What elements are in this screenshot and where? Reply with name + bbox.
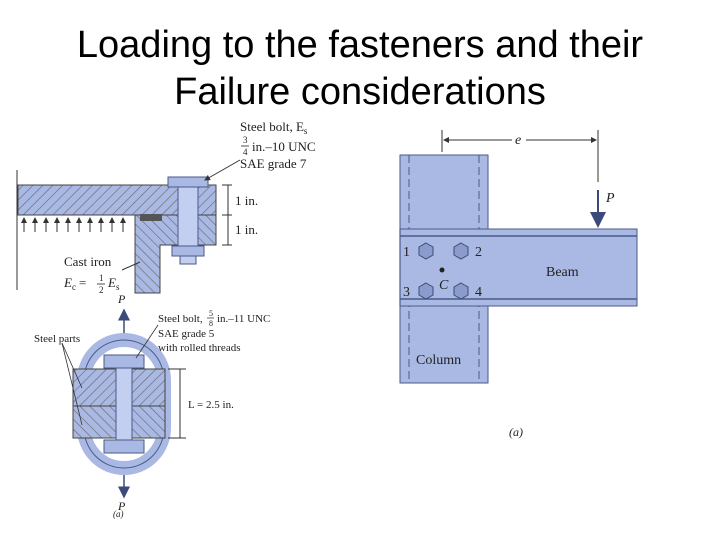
modulus-rhs: Es: [107, 275, 120, 292]
length-dimension: [168, 368, 186, 439]
bolt2-size-num: 5: [209, 309, 213, 318]
bolt-head: [167, 176, 209, 188]
dim-upper: 1 in.: [235, 193, 258, 208]
bolt-size-num: 3: [243, 135, 248, 145]
dim-lower: 1 in.: [235, 222, 258, 237]
bolt-shank: [177, 186, 199, 248]
bolt-4-label: 4: [475, 285, 482, 300]
cast-iron-label-bg: [62, 252, 124, 296]
bolt-tip: [179, 255, 197, 265]
parts-label: Steel parts: [34, 333, 80, 345]
right-figure: 1 2 3 4 C Beam Column e P (a): [399, 130, 638, 439]
bolt-3: [418, 282, 434, 300]
title-line-1: Loading to the fasteners and their: [76, 24, 644, 66]
force-bottom-label: P: [117, 499, 126, 513]
e-label-bg: [512, 132, 526, 146]
parts-leader-2: [61, 342, 83, 426]
bolt2-label-1: Steel bolt,: [158, 313, 203, 325]
right-caption: (a): [509, 425, 523, 439]
bolt2-nut: [103, 439, 145, 454]
distributed-load-arrows: [21, 217, 126, 232]
modulus-num: 1: [99, 273, 104, 283]
bottom-left-figure: P P Steel parts Steel bolt, 5 8 in.–11 U…: [34, 292, 270, 519]
slide-title: Loading to the fasteners and their Failu…: [0, 22, 720, 116]
bolt-size-den: 4: [243, 147, 248, 157]
centroid-label: C: [439, 278, 449, 293]
column-label: Column: [416, 353, 461, 368]
bottom-left-caption: (a): [113, 509, 124, 519]
centroid-point: [439, 267, 445, 273]
bolt2-label-1b: in.–11 UNC: [217, 313, 270, 325]
bolt-nut: [171, 245, 205, 257]
bolt-1-label: 1: [403, 245, 410, 260]
bolt-2-label: 2: [475, 245, 482, 260]
bolt2-head: [103, 354, 145, 369]
bolt-label-3: SAE grade 7: [240, 156, 307, 171]
parts-leader-1: [61, 342, 83, 389]
bolt2-label-2: SAE grade 5: [158, 328, 215, 340]
force-top-label: P: [117, 292, 126, 306]
bolt-leader: [204, 159, 241, 181]
bolt-label-1: Steel bolt, Es: [240, 119, 308, 136]
top-left-figure: Steel bolt, Es 3 4 in.–10 UNC SAE grade …: [16, 119, 316, 296]
beam: [399, 228, 638, 307]
bolt-4: [453, 282, 469, 300]
bolt-1: [418, 242, 434, 260]
bolt-2: [453, 242, 469, 260]
e-label: e: [515, 133, 521, 148]
load-label: P: [605, 191, 615, 206]
dimension-lines: [222, 184, 232, 246]
bolt2-shank: [115, 367, 133, 441]
length-label: L = 2.5 in.: [188, 399, 234, 411]
bolt2-size-den: 8: [209, 319, 213, 328]
bolt-3-label: 3: [403, 285, 410, 300]
bolt-label-2: in.–10 UNC: [252, 139, 316, 154]
cast-iron-label: Cast iron: [64, 254, 112, 269]
modulus-relation: Ec=: [63, 275, 86, 292]
gasket: [140, 214, 162, 221]
cast-iron-leader: [121, 261, 141, 271]
beam-label: Beam: [546, 265, 579, 280]
modulus-den: 2: [99, 285, 104, 295]
bolt2-label-3: with rolled threads: [158, 342, 240, 354]
title-line-2: Failure considerations: [174, 71, 546, 113]
bolt2-leader: [135, 324, 159, 359]
